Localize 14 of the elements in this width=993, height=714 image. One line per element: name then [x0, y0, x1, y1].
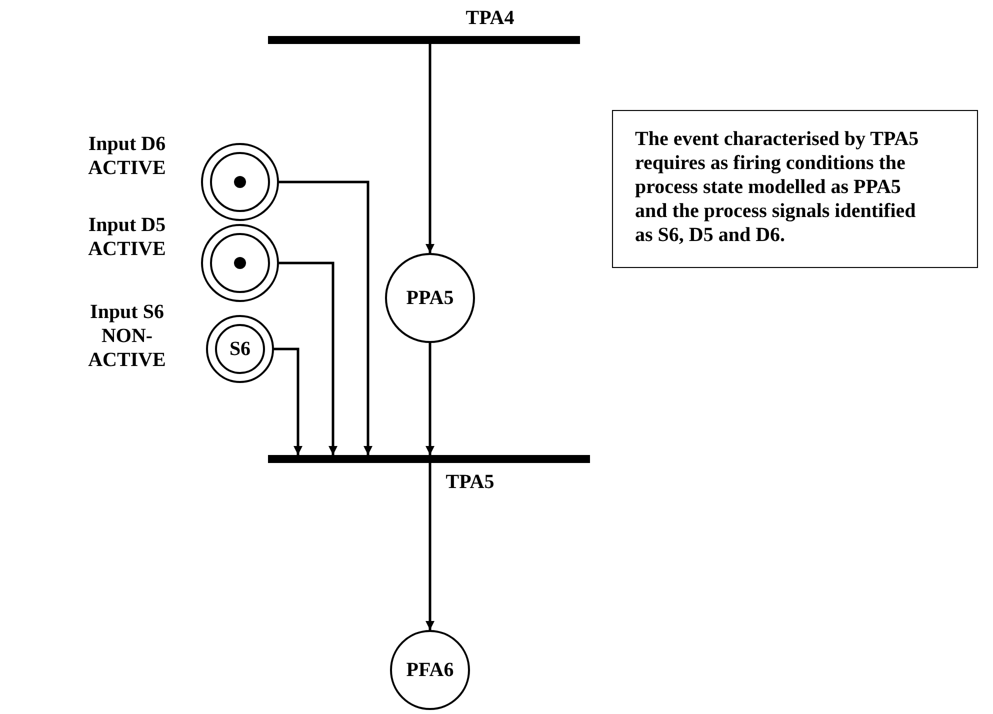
transition-bar: [268, 36, 580, 44]
arrow: [426, 343, 434, 455]
node-label: Input S6 NON-ACTIVE: [87, 300, 167, 372]
node-label: Input D6 ACTIVE: [87, 132, 167, 180]
arrow: [274, 348, 302, 455]
node-label: TPA4: [464, 6, 516, 30]
note-box: The event characterised by TPA5 requires as firing conditions the process state modelled as PPA5 and the process signals identified as S6, D5 and D6.: [612, 110, 978, 268]
node-label: Input D5 ACTIVE: [87, 213, 167, 261]
node-label: TPA5: [444, 470, 496, 494]
arrow: [279, 180, 372, 455]
arrow: [426, 463, 434, 630]
transition-bar: [268, 455, 590, 463]
arrow: [426, 44, 434, 253]
arrow: [279, 262, 338, 455]
